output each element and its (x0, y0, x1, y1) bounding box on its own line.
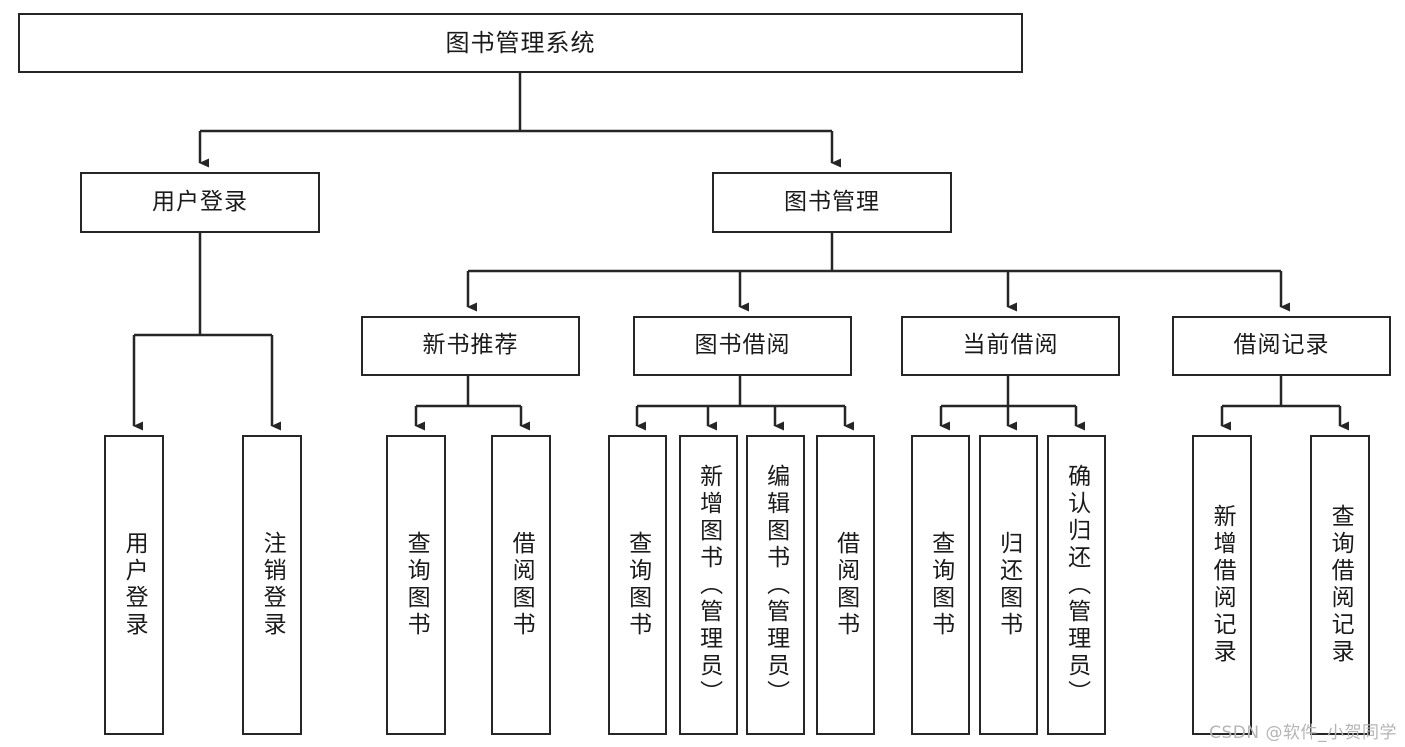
leaf-query-borrow-record[interactable]: 查询借阅记录 (1310, 435, 1370, 735)
node-label: 图书管理 (784, 188, 880, 215)
node-label: 图书管理系统 (445, 28, 596, 57)
node-label: 归还图书 (995, 531, 1022, 639)
node-new-book-recommend[interactable]: 新书推荐 (361, 316, 580, 376)
node-user-login[interactable]: 用户登录 (80, 172, 320, 233)
leaf-return-book[interactable]: 归还图书 (979, 435, 1038, 735)
node-current-borrow[interactable]: 当前借阅 (901, 316, 1120, 376)
node-label: 新书推荐 (422, 332, 519, 359)
leaf-borrow-book-recommend[interactable]: 借阅图书 (491, 435, 551, 735)
leaf-add-borrow-record[interactable]: 新增借阅记录 (1192, 435, 1252, 735)
node-label: 查询图书 (403, 531, 430, 639)
node-book-management[interactable]: 图书管理 (712, 172, 952, 233)
node-borrow-record[interactable]: 借阅记录 (1172, 316, 1391, 376)
node-label: 当前借阅 (962, 332, 1059, 359)
node-label: 编辑图书（管理员） (762, 463, 789, 707)
node-label: 用户登录 (121, 531, 148, 639)
node-label: 查询借阅记录 (1327, 504, 1354, 666)
leaf-query-book-borrow[interactable]: 查询图书 (608, 435, 667, 735)
leaf-user-login[interactable]: 用户登录 (104, 435, 164, 735)
node-label: 借阅图书 (508, 531, 535, 639)
leaf-query-book-recommend[interactable]: 查询图书 (386, 435, 446, 735)
leaf-add-book[interactable]: 新增图书（管理员） (679, 435, 738, 735)
leaf-edit-book[interactable]: 编辑图书（管理员） (746, 435, 805, 735)
node-label: 新增图书（管理员） (695, 463, 722, 707)
node-label: 用户登录 (152, 188, 248, 215)
node-label: 图书借阅 (694, 332, 791, 359)
node-label: 借阅记录 (1233, 332, 1330, 359)
node-label: 新增借阅记录 (1209, 504, 1236, 666)
node-label: 确认归还（管理员） (1063, 463, 1090, 707)
node-label: 借阅图书 (832, 531, 859, 639)
leaf-borrow-book[interactable]: 借阅图书 (816, 435, 875, 735)
leaf-query-book-current[interactable]: 查询图书 (911, 435, 970, 735)
leaf-logout-login[interactable]: 注销登录 (242, 435, 302, 735)
node-label: 查询图书 (624, 531, 651, 639)
csdn-watermark: CSDN @软件_小贺同学 (1209, 723, 1397, 743)
node-label: 注销登录 (259, 531, 286, 639)
leaf-confirm-return[interactable]: 确认归还（管理员） (1047, 435, 1106, 735)
node-book-borrow[interactable]: 图书借阅 (633, 316, 852, 376)
node-label: 查询图书 (927, 531, 954, 639)
node-root-book-management-system[interactable]: 图书管理系统 (18, 13, 1023, 73)
